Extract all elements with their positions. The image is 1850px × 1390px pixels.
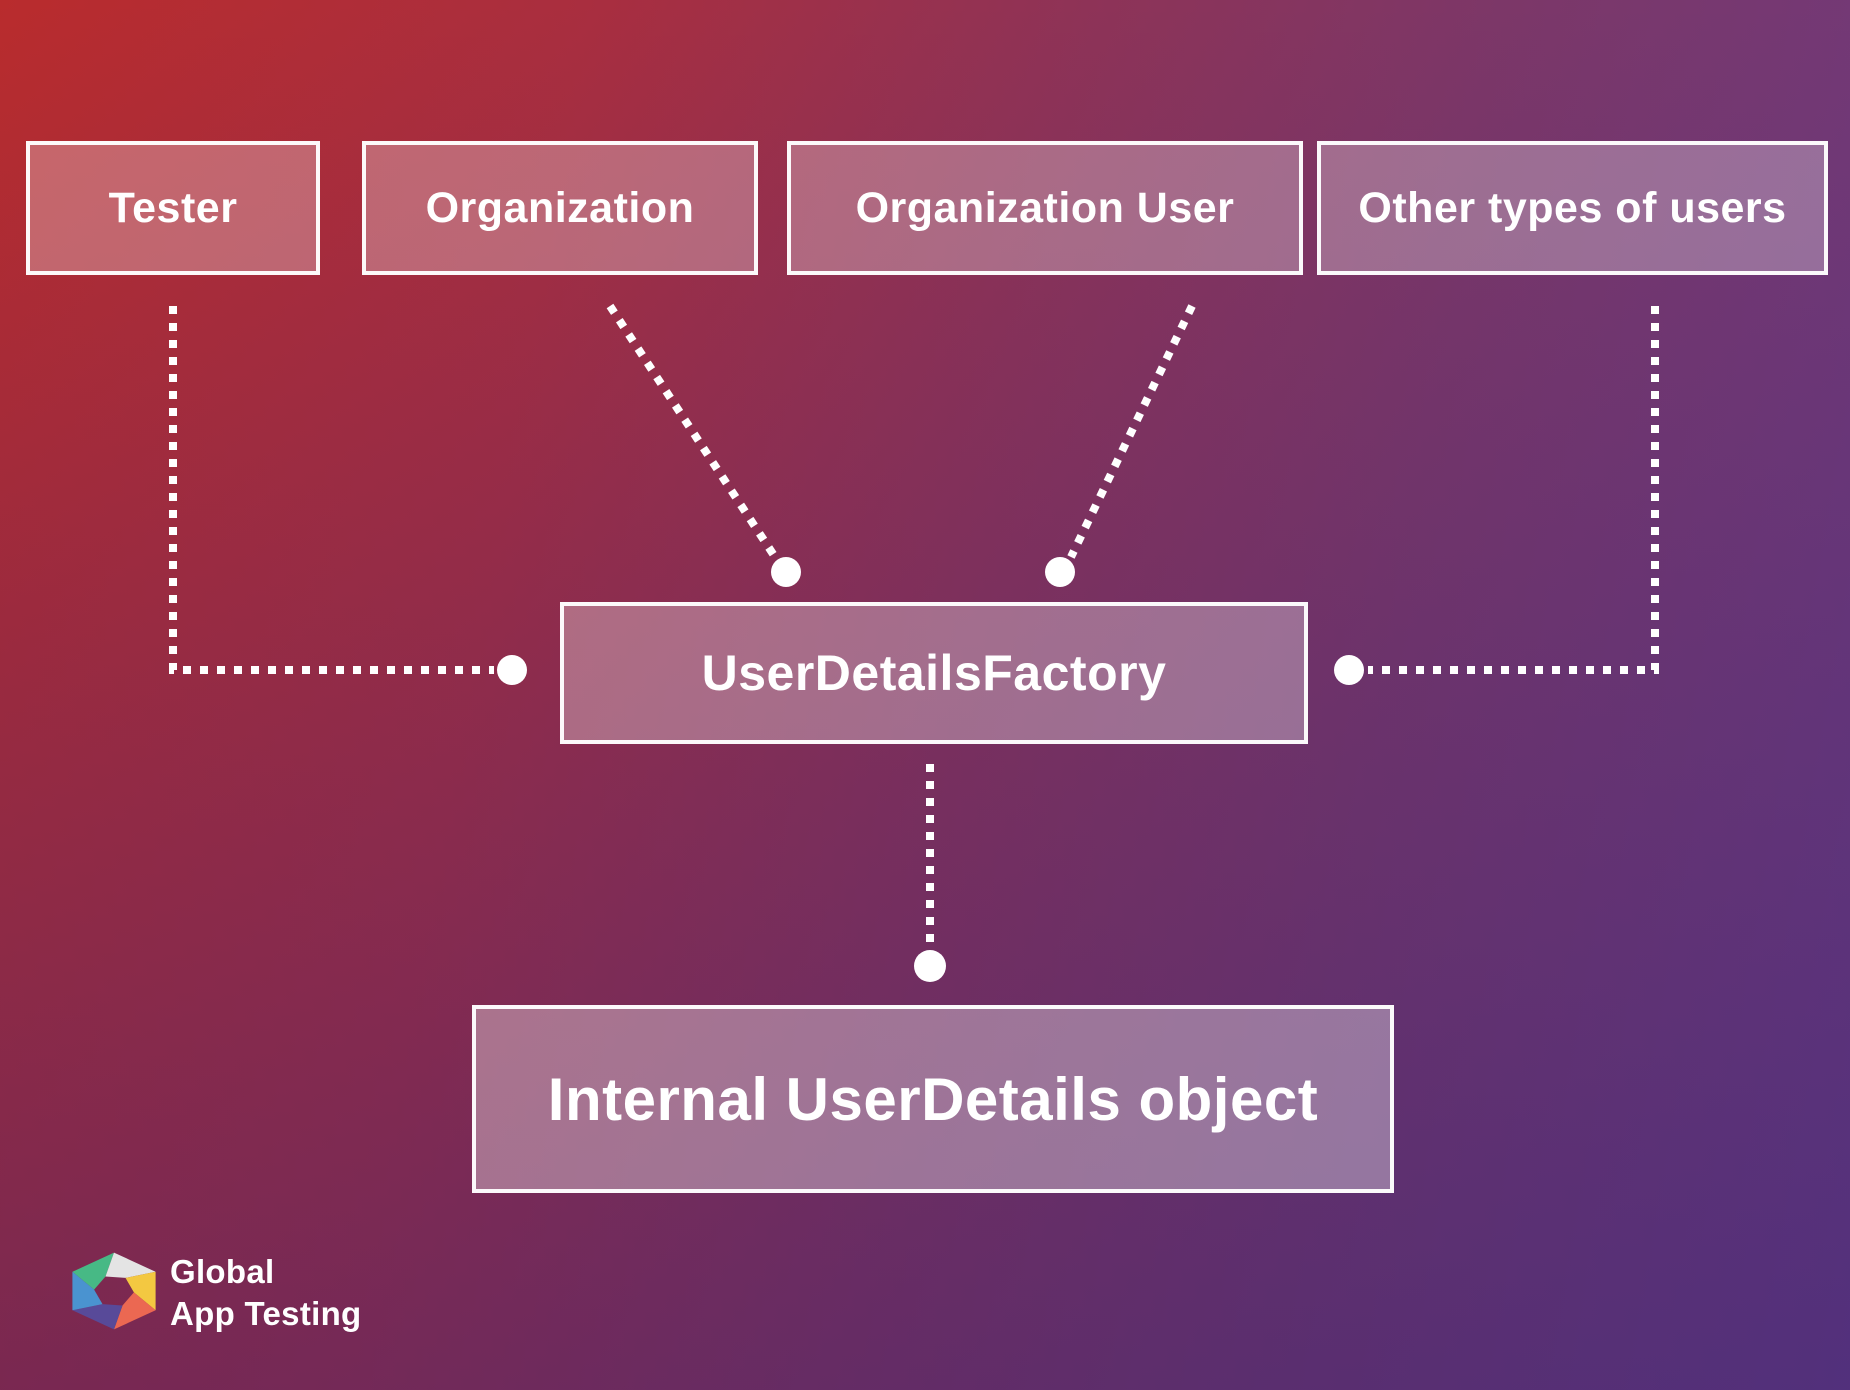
node-organization-user-label: Organization User — [855, 183, 1235, 232]
connector-tester-dot — [497, 655, 527, 685]
node-factory: UserDetailsFactory — [560, 602, 1308, 744]
logo-segment-blue — [72, 1271, 103, 1311]
logo-segment-purple — [72, 1304, 123, 1330]
connector-organization-line — [606, 303, 779, 560]
node-tester-label: Tester — [108, 183, 238, 232]
node-tester: Tester — [26, 141, 320, 275]
node-output: Internal UserDetails object — [472, 1005, 1394, 1193]
logo-segment-green — [72, 1252, 114, 1290]
logo-text-line2: App Testing — [170, 1295, 362, 1332]
node-other-users: Other types of users — [1317, 141, 1828, 275]
node-other-users-label: Other types of users — [1358, 183, 1787, 232]
global-app-testing-wordmark: Global App Testing — [170, 1251, 362, 1335]
connector-tester-line — [169, 306, 494, 674]
connector-organization-user-line — [1067, 304, 1196, 559]
node-organization-label: Organization — [425, 183, 695, 232]
logo-segment-salmon — [114, 1292, 156, 1330]
connector-organization-dot — [771, 557, 801, 587]
node-organization: Organization — [362, 141, 758, 275]
logo-segment-yellow — [125, 1271, 156, 1311]
node-output-label: Internal UserDetails object — [547, 1065, 1319, 1133]
connector-organization-user-dot — [1045, 557, 1075, 587]
logo-segment-gray — [105, 1252, 156, 1278]
node-organization-user: Organization User — [787, 141, 1303, 275]
logo-text-line1: Global — [170, 1253, 275, 1290]
connector-output-dot — [914, 950, 946, 982]
connector-other-users-line — [1368, 306, 1659, 674]
connector-other-users-dot — [1334, 655, 1364, 685]
global-app-testing-logo-icon — [72, 1252, 156, 1330]
node-factory-label: UserDetailsFactory — [701, 645, 1167, 701]
